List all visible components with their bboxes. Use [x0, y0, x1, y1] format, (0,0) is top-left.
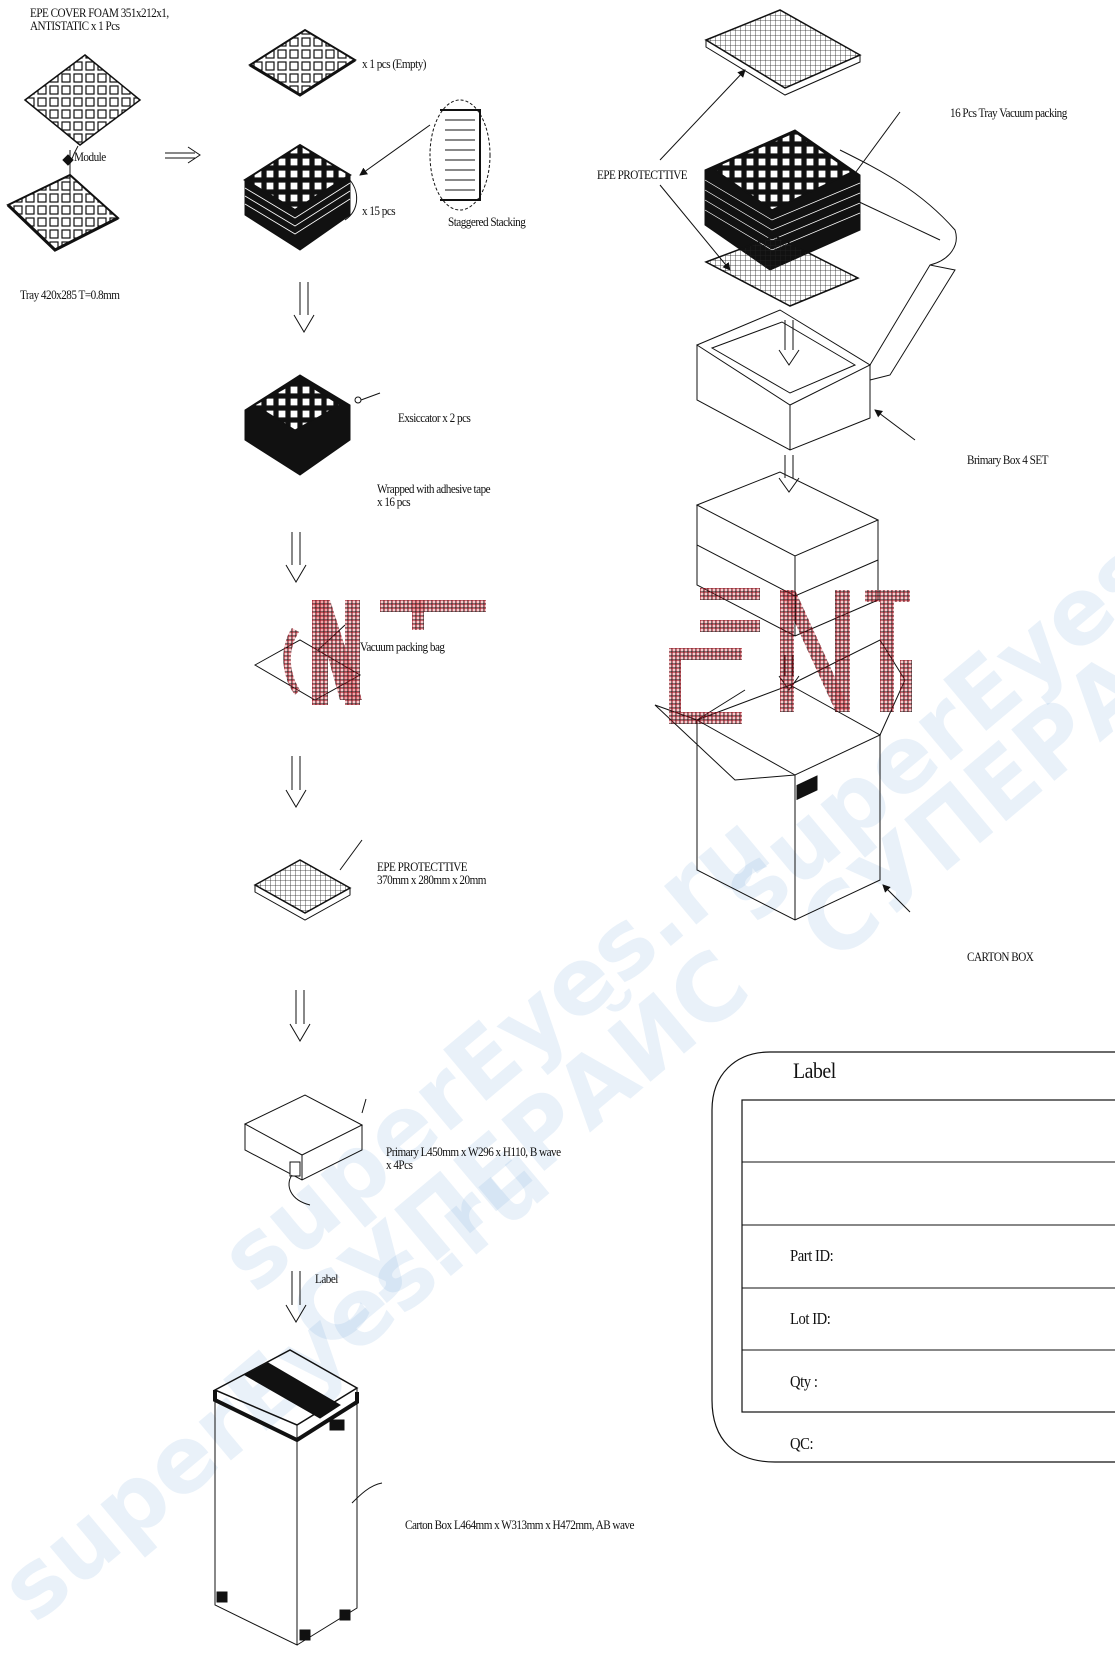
label-row-qc: QC:: [790, 1434, 814, 1453]
label-row-qty: Qty :: [790, 1372, 818, 1391]
down-arrow: [293, 282, 315, 333]
vacuum-tray-stack: [704, 129, 861, 271]
carton-box-illustration: [213, 1349, 359, 1646]
wrapped-label: Wrapped with adhesive tape: [377, 481, 491, 496]
exsiccator-label: Exsiccator x 2 pcs: [398, 410, 471, 425]
staggered-pointer: [359, 124, 431, 176]
epe-protective-label: EPE PROTECTTIVE: [377, 859, 468, 874]
brimary-box-illustration: [695, 149, 957, 451]
label-row-lot-id: Lot ID:: [790, 1309, 831, 1328]
tray-label: Tray 420x285 T=0.8mm: [20, 287, 120, 302]
empty-tray-label: x 1 pcs (Empty): [362, 56, 427, 71]
label-row-part-id: Part ID:: [790, 1246, 834, 1265]
primary-box-illustration: [243, 1094, 364, 1181]
bottom-epe-foam: [704, 235, 860, 307]
staggered-detail-circle: [429, 99, 491, 211]
module-label: Module: [74, 149, 106, 164]
right-arrow: [165, 146, 201, 164]
wrapped-stack-illustration: [244, 374, 351, 476]
label-card-title: Label: [793, 1058, 836, 1083]
cover-foam-label: EPE COVER FOAM 351x212x1,: [30, 5, 169, 20]
right-epe-label: EPE PROTECTTIVE: [597, 167, 688, 182]
cover-foam-illustration: [23, 54, 142, 146]
empty-tray-illustration: [248, 28, 357, 97]
carton-box-right-label: CARTON BOX: [967, 949, 1034, 964]
cover-foam-label-line2: ANTISTATIC x 1 Pcs: [30, 18, 120, 33]
down-arrow-right-1: [778, 320, 800, 366]
tray-vacuum-label: 16 Pcs Tray Vacuum packing: [950, 105, 1067, 120]
wrapped-count-label: x 16 pcs: [377, 494, 411, 509]
label-card: [711, 1051, 1115, 1463]
staggered-label: Staggered Stacking: [448, 214, 526, 229]
red-stamp-left: [283, 600, 486, 705]
carton-box-label: Carton Box L464mm x W313mm x H472mm, AB …: [405, 1517, 634, 1532]
primary-count-label: x 4Pcs: [386, 1157, 413, 1172]
box-label-label: Label: [315, 1271, 338, 1286]
primary-box-label: Primary L450mm x W296 x H110, B wave: [386, 1144, 561, 1159]
stack-count-label: x 15 pcs: [362, 203, 396, 218]
tray-illustration: [6, 173, 120, 252]
epe-foam-illustration: [253, 859, 352, 921]
module-marker: [62, 154, 74, 166]
epe-dims-label: 370mm x 280mm x 20mm: [377, 872, 486, 887]
red-stamp-right: [669, 588, 912, 724]
brimary-box-label: Brimary Box 4 SET: [967, 452, 1048, 467]
vacuum-bag-label: Vacuum packing bag: [360, 639, 445, 654]
tray-stack-illustration: [243, 143, 352, 251]
top-epe-foam: [704, 9, 862, 89]
